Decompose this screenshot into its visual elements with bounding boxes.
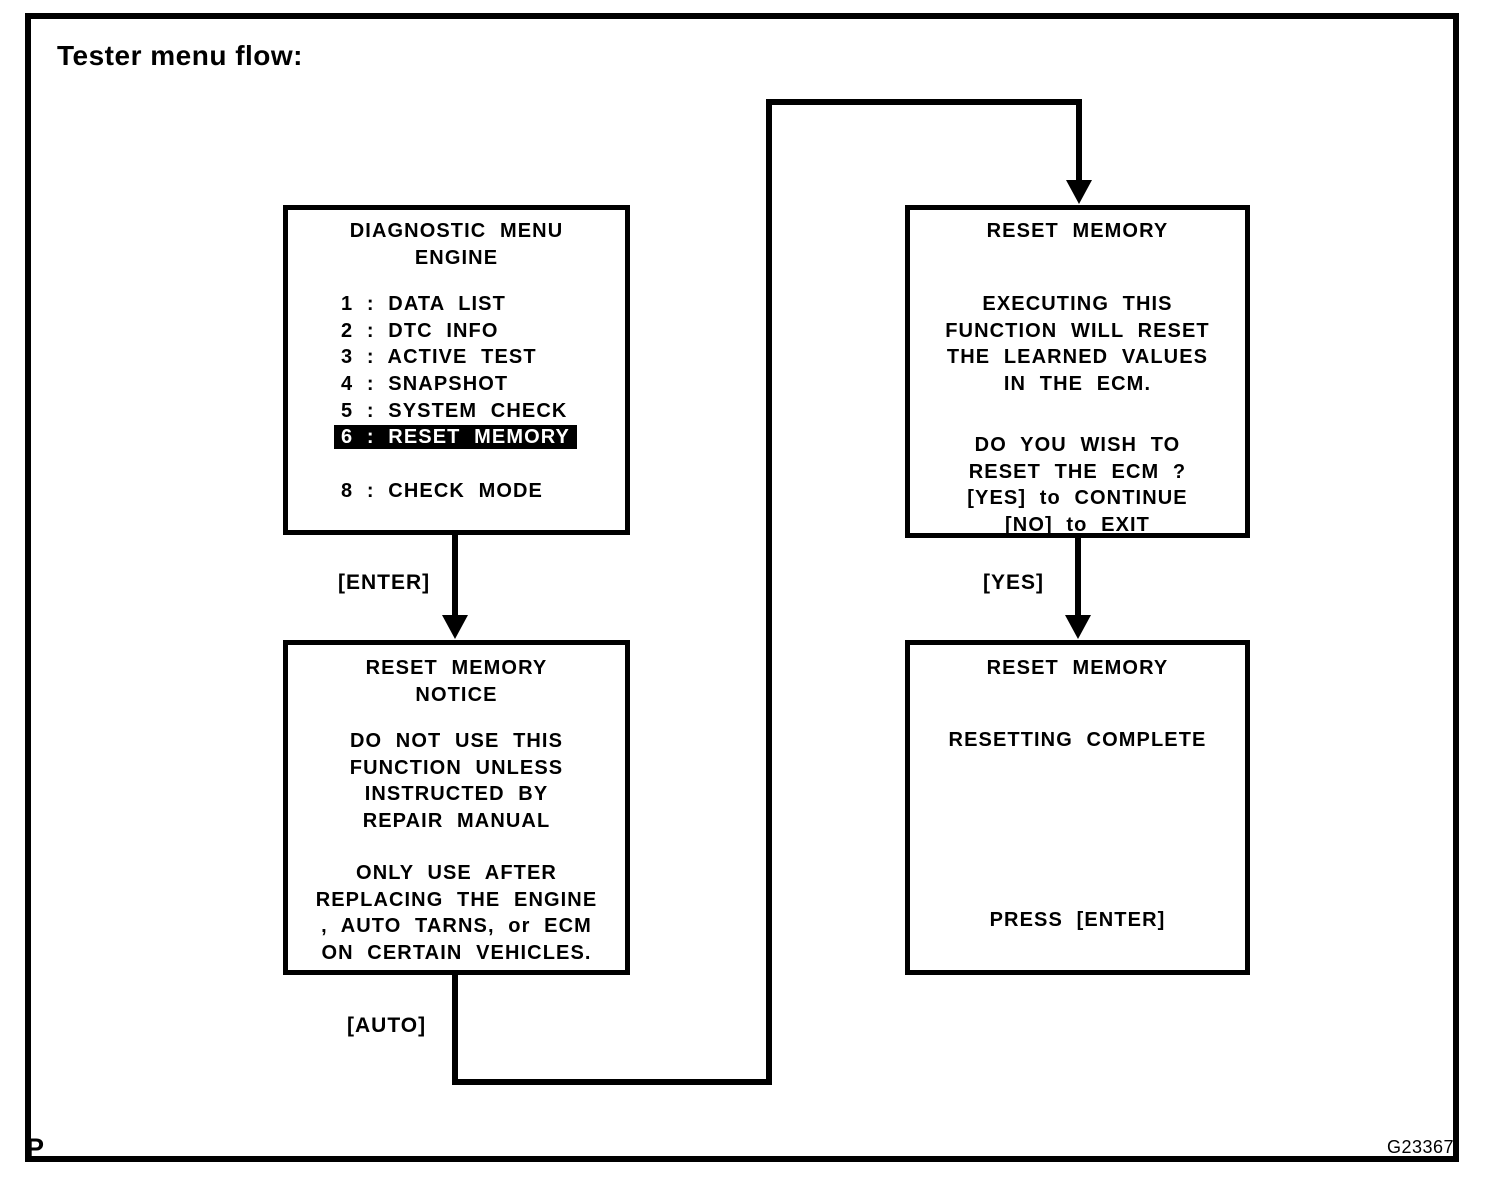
menu-list: 1 : DATA LIST 2 : DTC INFO 3 : ACTIVE TE…: [334, 291, 577, 505]
arrow-down-icon: [1066, 180, 1092, 204]
menu-item: 5 : SYSTEM CHECK: [341, 398, 577, 425]
connector-yes-shaft: [1075, 536, 1081, 617]
screen-reset-memory-confirm: RESET MEMORY EXECUTING THIS FUNCTION WIL…: [905, 205, 1250, 538]
text-line: [NO] to EXIT: [1005, 514, 1150, 537]
connector-middle-vertical: [766, 99, 772, 1085]
diagram-title: Tester menu flow:: [57, 40, 304, 71]
text-line: EXECUTING THIS: [982, 293, 1173, 315]
menu-item: 2 : DTC INFO: [341, 318, 577, 345]
menu-item: 3 : ACTIVE TEST: [341, 344, 577, 371]
usage-text: ONLY USE AFTER REPLACING THE ENGINE , AU…: [288, 860, 625, 967]
text-line: REPAIR MANUAL: [362, 810, 551, 833]
text-line: RESET THE ECM ?: [968, 460, 1187, 483]
text-line: FUNCTION WILL RESET: [945, 319, 1210, 342]
text-line: [YES] to CONTINUE: [967, 487, 1188, 510]
arrow-down-icon: [442, 615, 468, 639]
screen-subtitle: ENGINE: [414, 246, 499, 269]
screen-title: RESET MEMORY: [986, 657, 1169, 679]
screen-reset-memory-notice: RESET MEMORY NOTICE DO NOT USE THIS FUNC…: [283, 640, 630, 975]
flow-label-enter: [ENTER]: [338, 571, 431, 594]
menu-item-label: 1 : DATA LIST: [341, 293, 506, 315]
warning-text: EXECUTING THIS FUNCTION WILL RESET THE L…: [910, 291, 1245, 398]
flow-label-yes: [YES]: [983, 571, 1045, 594]
text-line: , AUTO TARNS, or ECM: [321, 915, 592, 938]
menu-item-label: 3 : ACTIVE TEST: [341, 346, 537, 369]
screen-title: DIAGNOSTIC MENU: [349, 220, 564, 242]
menu-item-label: 2 : DTC INFO: [341, 319, 499, 342]
arrow-down-icon: [1065, 615, 1091, 639]
menu-item-label: 8 : CHECK MODE: [341, 479, 543, 502]
screen-header: RESET MEMORY NOTICE: [288, 655, 625, 708]
menu-item: 1 : DATA LIST: [341, 291, 577, 318]
screen-title: RESET MEMORY: [365, 657, 548, 679]
text-line: ON CERTAIN VEHICLES.: [321, 942, 592, 965]
screen-subtitle: NOTICE: [415, 683, 498, 706]
menu-item-selected: 6 : RESET MEMORY: [334, 424, 577, 451]
screen-header: DIAGNOSTIC MENU ENGINE: [288, 218, 625, 271]
text-line: REPLACING THE ENGINE: [315, 888, 598, 911]
screen-diagnostic-menu: DIAGNOSTIC MENU ENGINE 1 : DATA LIST 2 :…: [283, 205, 630, 535]
screen-title: RESET MEMORY: [986, 220, 1169, 242]
text-line: IN THE ECM.: [1003, 373, 1152, 396]
menu-item: 4 : SNAPSHOT: [341, 371, 577, 398]
prompt-text: DO YOU WISH TO RESET THE ECM ? [YES] to …: [910, 432, 1245, 539]
figure-code: G23367: [1387, 1137, 1455, 1157]
notice-text: DO NOT USE THIS FUNCTION UNLESS INSTRUCT…: [288, 728, 625, 835]
text-line: FUNCTION UNLESS: [349, 756, 564, 779]
flow-label-auto: [AUTO]: [347, 1014, 427, 1037]
menu-item-label: 5 : SYSTEM CHECK: [341, 399, 568, 422]
connector-bottom-horizontal: [452, 1079, 772, 1085]
text-line: THE LEARNED VALUES: [946, 346, 1209, 369]
connector-auto-down: [452, 973, 458, 1085]
text-line: ONLY USE AFTER: [356, 862, 557, 884]
text-line: INSTRUCTED BY: [364, 783, 549, 806]
menu-item: 8 : CHECK MODE: [341, 478, 577, 505]
menu-item-label: 4 : SNAPSHOT: [341, 373, 509, 396]
screen-reset-memory-complete: RESET MEMORY RESETTING COMPLETE PRESS [E…: [905, 640, 1250, 975]
connector-into-confirm: [1076, 99, 1082, 183]
connector-enter-shaft: [452, 535, 458, 617]
text-line: DO NOT USE THIS: [349, 730, 564, 752]
status-text: RESETTING COMPLETE: [948, 729, 1207, 751]
action-text: PRESS [ENTER]: [989, 909, 1166, 931]
menu-item-label: 6 : RESET MEMORY: [334, 425, 577, 450]
connector-top-horizontal: [766, 99, 1082, 105]
text-line: DO YOU WISH TO: [974, 434, 1181, 456]
page-letter: P: [26, 1133, 45, 1163]
diagram-border: [25, 13, 1459, 1162]
